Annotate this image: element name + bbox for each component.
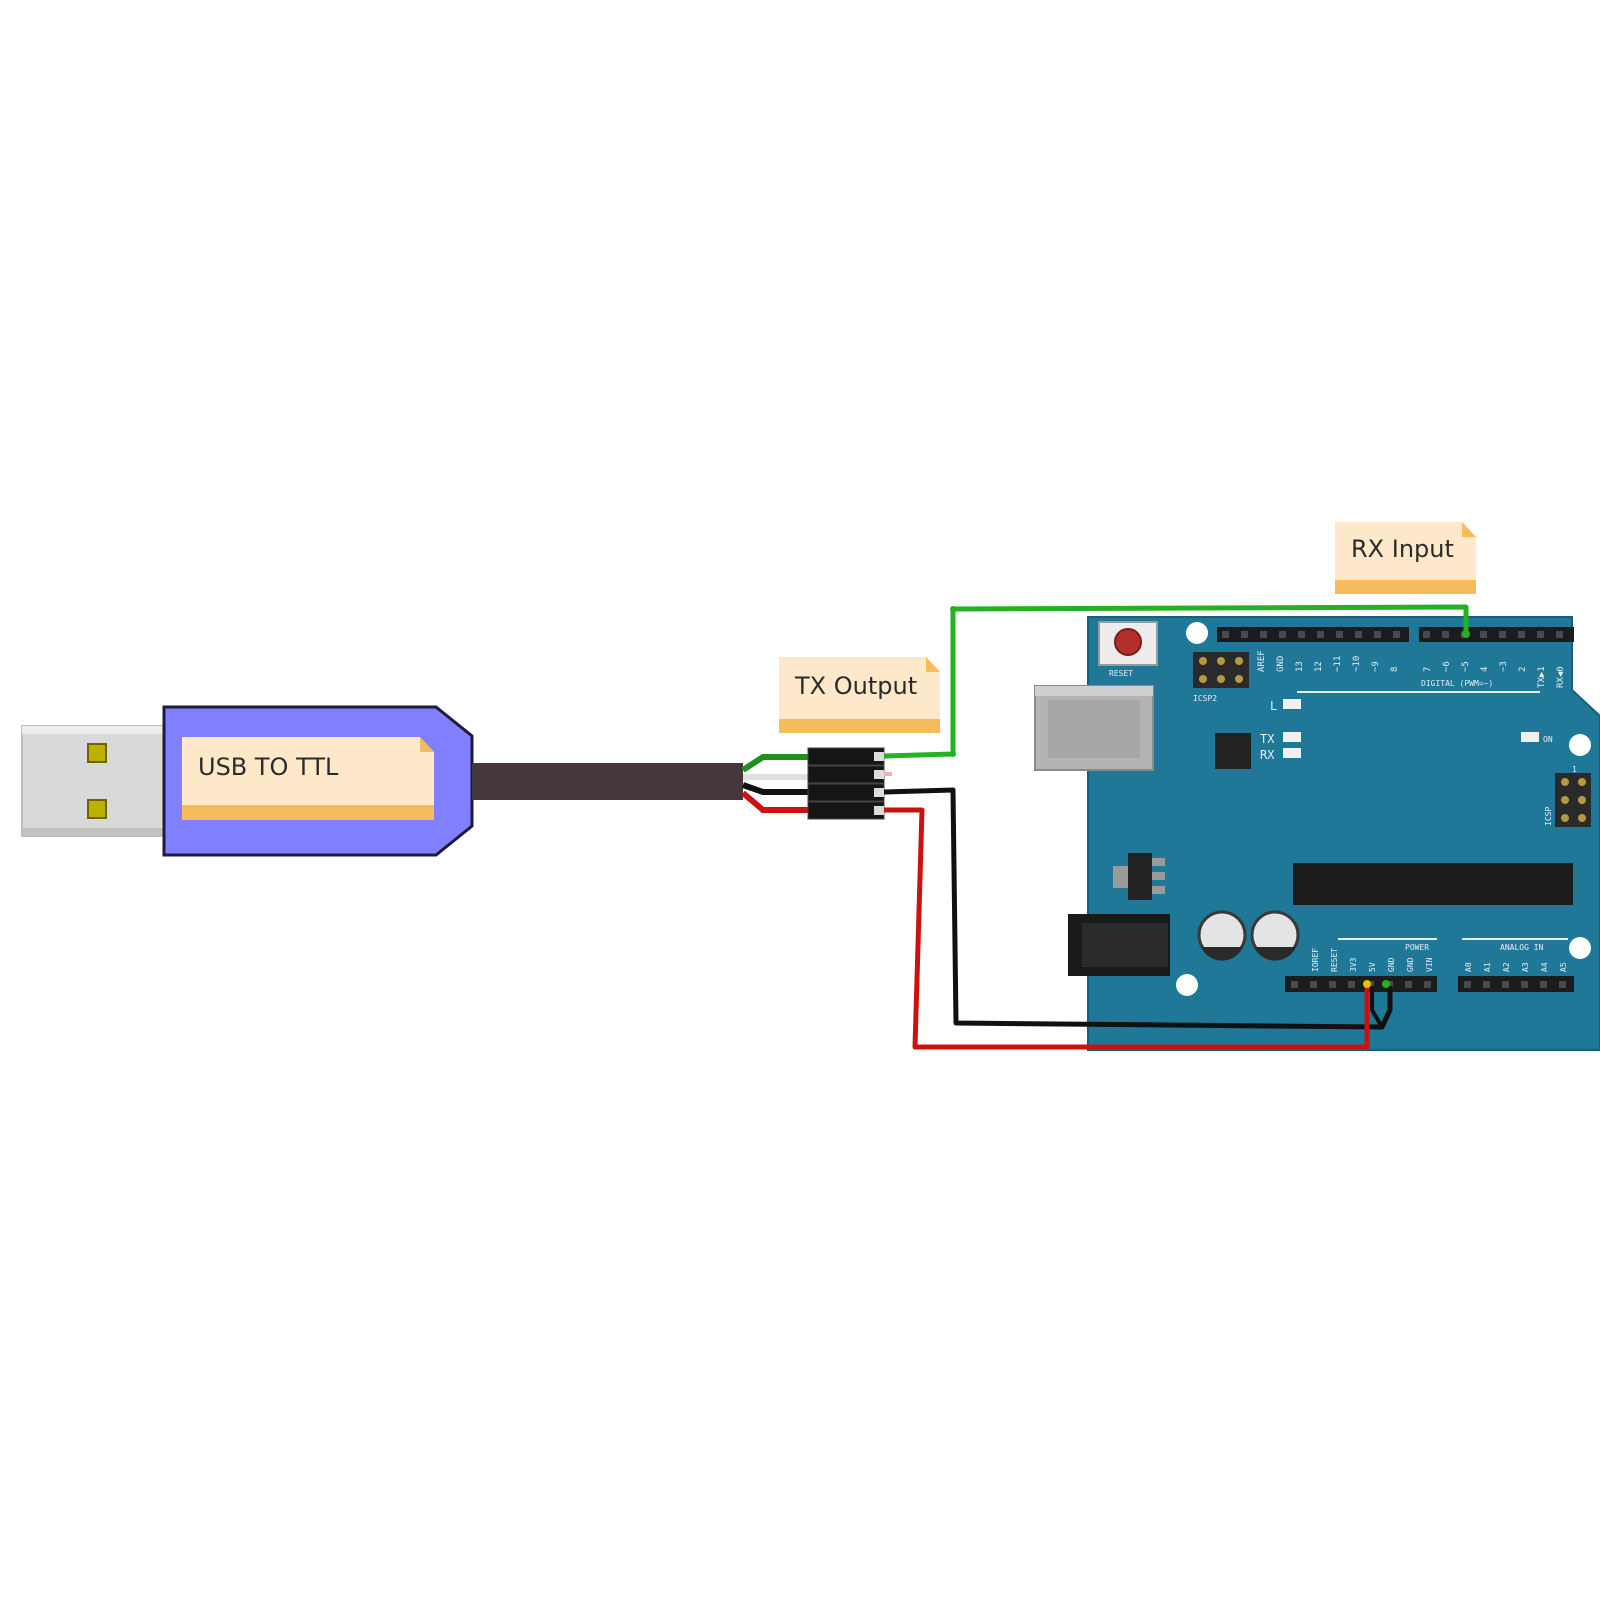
capacitor-right [1250, 910, 1300, 961]
pin-label-2: 2 [1518, 667, 1528, 672]
led-l: L [1270, 699, 1301, 713]
pin-label-5: ~5 [1461, 661, 1471, 672]
adapter-cable [472, 763, 743, 800]
mount-hole-bottom-left [1176, 974, 1198, 996]
fan-wire-green [741, 754, 808, 773]
voltage-regulator [1113, 853, 1165, 900]
wire-gnd-branch [1370, 986, 1384, 1029]
analog-pin-a2: A2 [1502, 962, 1511, 972]
icsp-pin1-label: 1 [1572, 765, 1577, 774]
pin-label-7: 7 [1423, 667, 1433, 672]
led-on-label: ON [1543, 735, 1553, 744]
analog-pin-a1: A1 [1483, 962, 1492, 972]
led-on: ON [1521, 732, 1553, 744]
pin-rx-highlight [1462, 630, 1470, 638]
analog-pin-a5: A5 [1559, 962, 1568, 972]
dc-barrel-jack [1068, 914, 1170, 976]
pin-label-rx0: RX◀0 [1556, 666, 1566, 688]
tx-output-label: TX Output [794, 672, 917, 700]
power-header [1285, 976, 1437, 992]
usb-contact-bottom [87, 799, 107, 819]
usb-to-ttl-note: USB TO TTL [182, 737, 434, 820]
jumper-wires [883, 604, 1470, 1050]
usb-b-port [1034, 685, 1154, 771]
digital-header-left [1217, 627, 1409, 642]
pin-label-11: ~11 [1333, 656, 1343, 672]
pin-label-8: 8 [1390, 667, 1400, 672]
rx-input-label: RX Input [1351, 535, 1454, 563]
pin-5v-highlight [1363, 980, 1371, 988]
power-pin-gnd2: GND [1406, 957, 1415, 972]
rx-input-note: RX Input [1335, 522, 1476, 594]
usb-plug [21, 725, 165, 837]
bottom-pin-holes [1291, 981, 1566, 988]
power-pin-gnd1: GND [1387, 957, 1396, 972]
capacitor-left [1197, 910, 1247, 961]
power-pin-reset: RESET [1330, 948, 1339, 972]
tx-output-note: TX Output [779, 657, 940, 733]
fan-wire-red [741, 790, 808, 813]
pin-label-10: ~10 [1352, 656, 1362, 672]
analog-pin-a3: A3 [1521, 962, 1530, 972]
icsp-header [1555, 773, 1591, 827]
analog-in-label: ANALOG IN [1500, 943, 1544, 952]
led-tx-label: TX [1260, 732, 1275, 746]
usb-to-ttl-adapter: USB TO TTL [21, 705, 743, 857]
icsp-label: ICSP [1544, 807, 1553, 826]
power-pin-ioref: IOREF [1311, 948, 1320, 972]
wire-vcc [884, 807, 1370, 1050]
cable-wire-fanout [741, 754, 808, 813]
reset-button[interactable] [1098, 621, 1158, 666]
power-pin-5v: 5V [1368, 962, 1377, 972]
digital-pin-holes [1222, 631, 1563, 638]
pin-label-tx1: TX▶1 [1537, 666, 1547, 688]
pin-label-9: ~9 [1371, 661, 1381, 672]
pin-label-3: ~3 [1499, 661, 1509, 672]
fan-wire-black [742, 782, 808, 795]
power-pin-3v3: 3V3 [1349, 957, 1358, 972]
led-rx-label: RX [1260, 748, 1275, 762]
digital-label: DIGITAL (PWM=~) [1421, 679, 1493, 688]
atmega-microcontroller [1293, 863, 1573, 905]
pin-label-6: ~6 [1442, 661, 1452, 672]
usb-to-ttl-label: USB TO TTL [198, 753, 339, 781]
icsp2-label: ICSP2 [1193, 694, 1217, 703]
digital-header-right [1419, 627, 1574, 642]
led-rx: RX [1260, 748, 1301, 762]
mount-hole-top-left [1186, 622, 1208, 644]
reset-button-cap[interactable] [1114, 628, 1142, 656]
power-pin-vin: VIN [1425, 957, 1434, 972]
usb-controller-chip [1215, 733, 1251, 769]
usb-contact-top [87, 743, 107, 763]
arduino-uno-board: RESET ICSP2 [1034, 616, 1600, 1051]
analog-header [1458, 976, 1574, 992]
reset-label: RESET [1109, 669, 1133, 678]
mount-hole-right-upper [1569, 734, 1591, 756]
pin-label-gnd-top: GND [1276, 656, 1286, 672]
icsp2-header [1193, 652, 1249, 688]
pin-label-aref: AREF [1257, 650, 1267, 672]
analog-pin-a4: A4 [1540, 962, 1549, 972]
power-label: POWER [1405, 943, 1429, 952]
wire-gnd [883, 787, 1393, 1030]
pin-gnd-highlight [1382, 980, 1390, 988]
led-l-label: L [1270, 699, 1277, 713]
mount-hole-right-lower [1569, 937, 1591, 959]
analog-pin-a0: A0 [1464, 962, 1473, 972]
pin-label-4: 4 [1480, 667, 1490, 672]
pin-label-13: 13 [1295, 661, 1305, 672]
pin-label-12: 12 [1314, 661, 1324, 672]
dupont-connector [807, 747, 885, 820]
led-tx: TX [1260, 732, 1301, 746]
